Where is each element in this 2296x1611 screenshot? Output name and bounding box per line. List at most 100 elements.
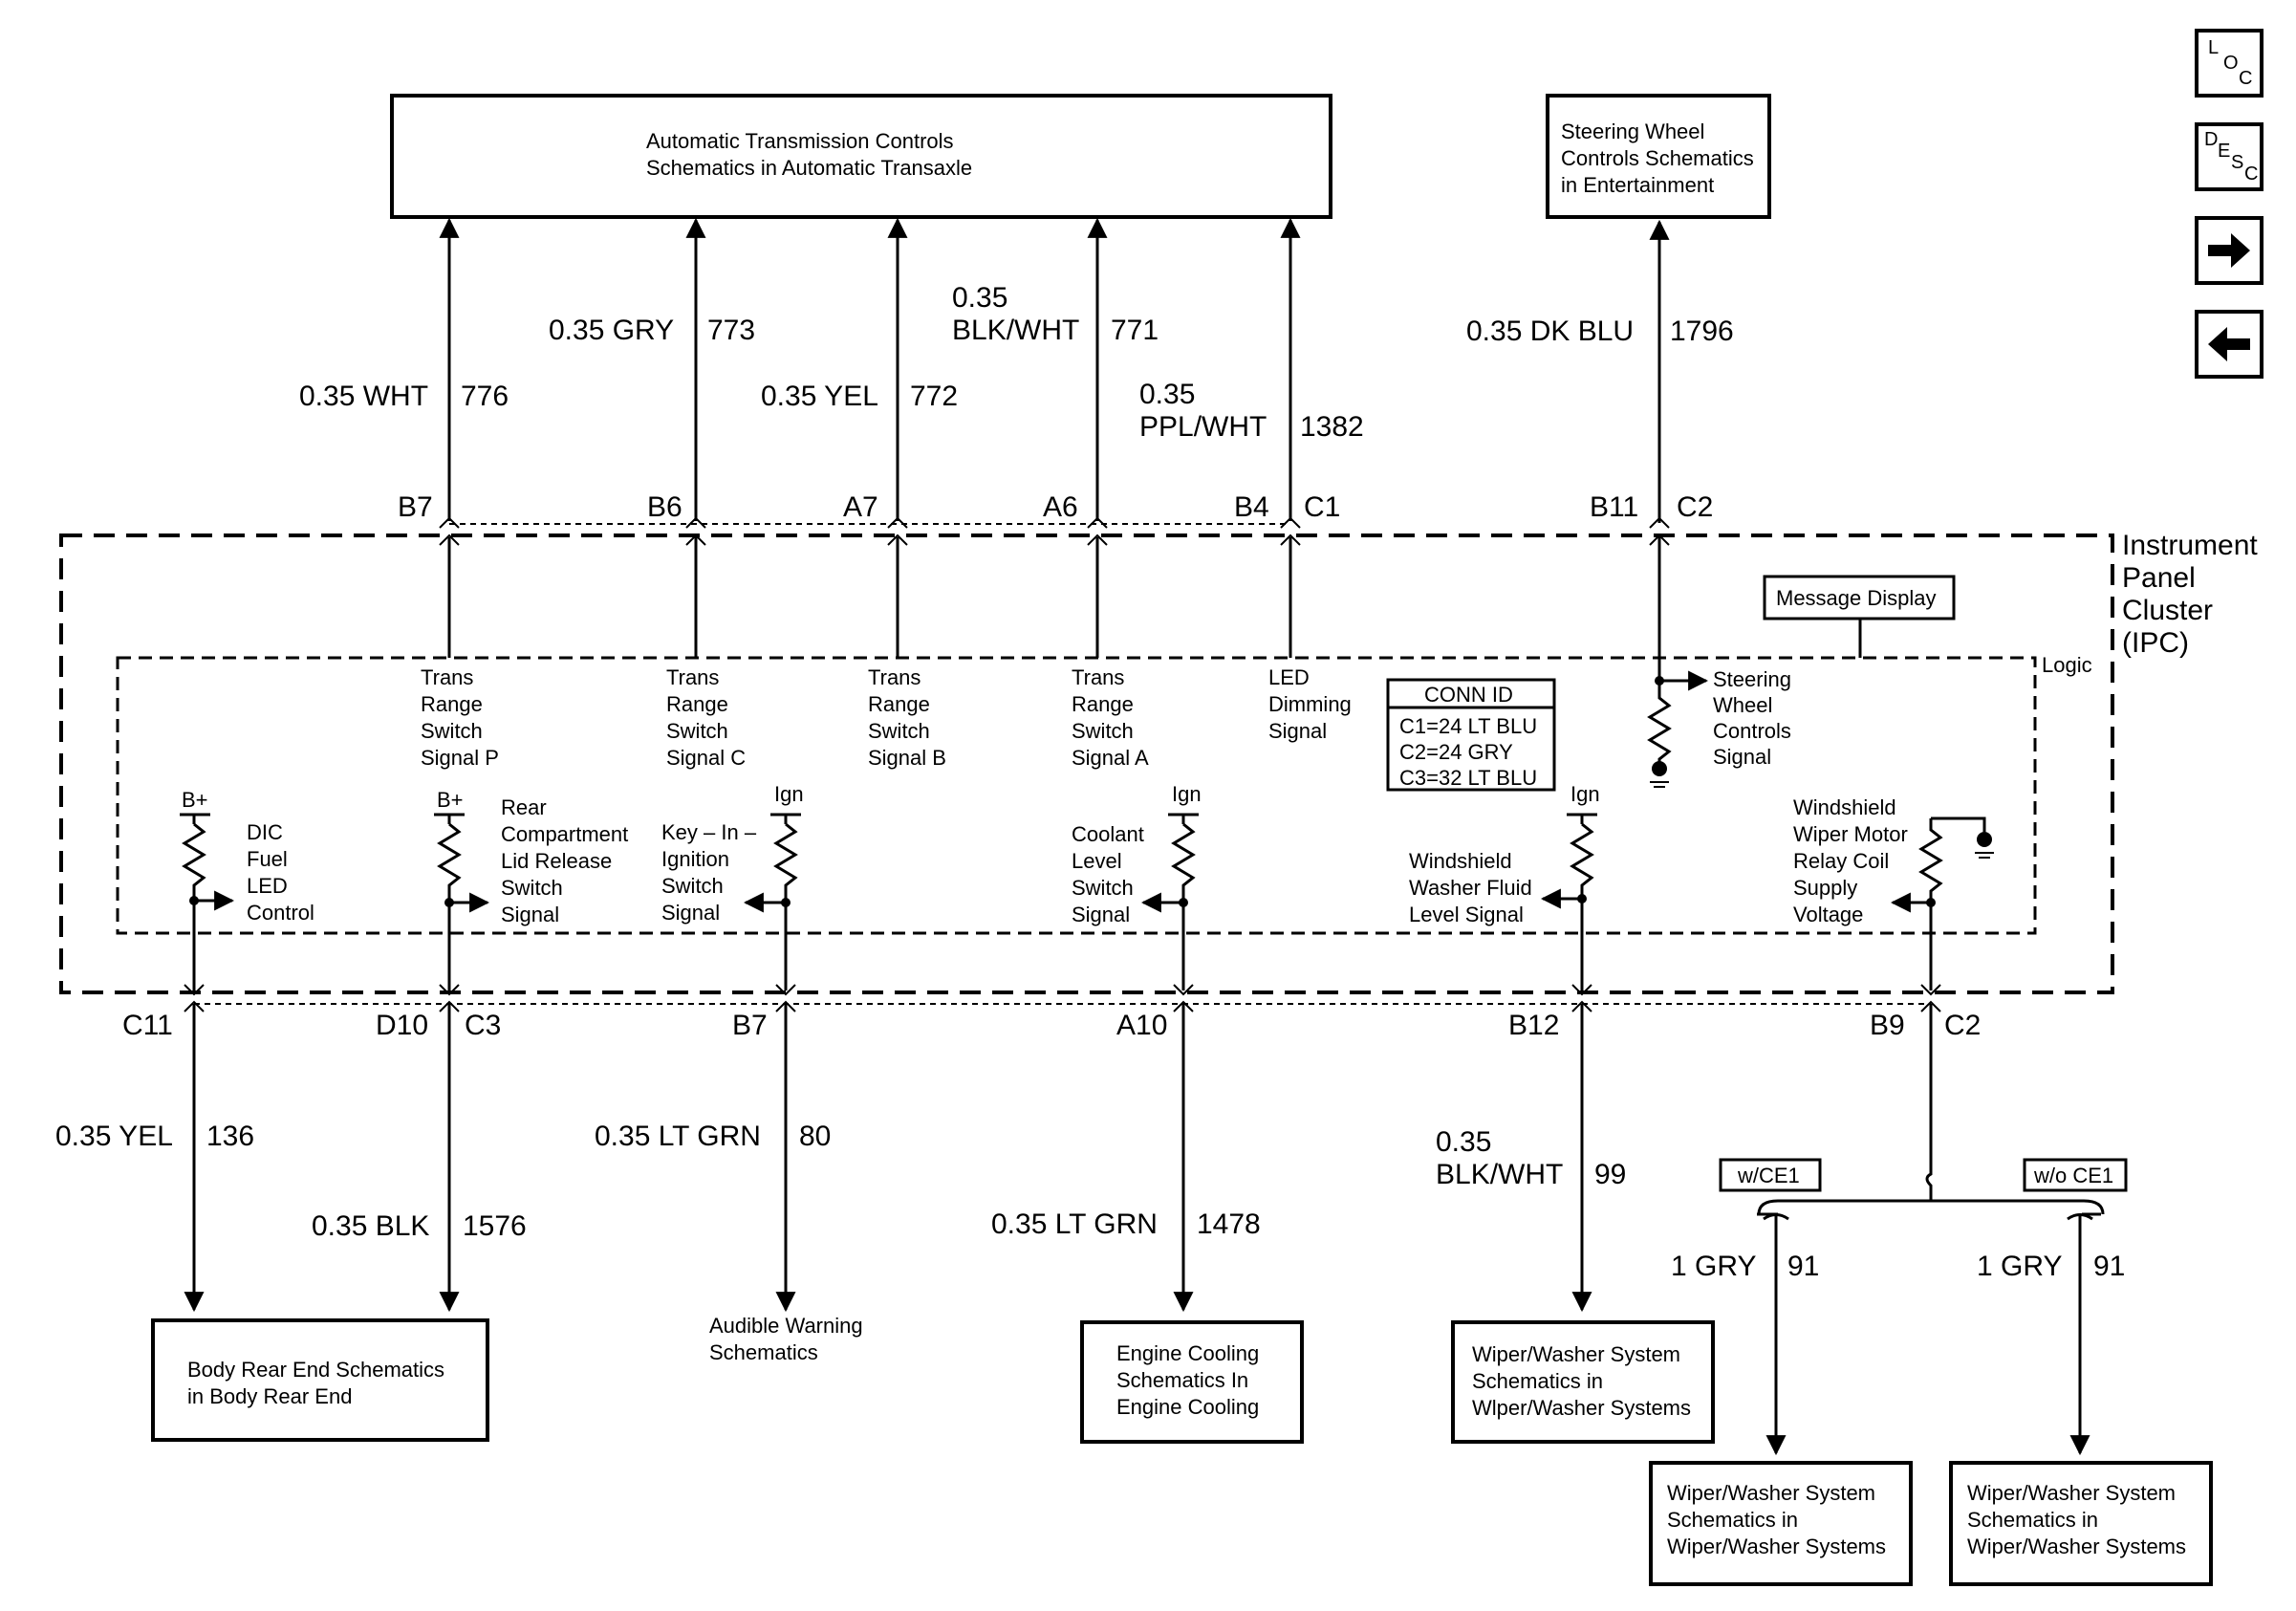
svg-text:Wiper/Washer System: Wiper/Washer System bbox=[1472, 1342, 1680, 1366]
conn-id-box: CONN ID C1=24 LT BLU C2=24 GRY C3=32 LT … bbox=[1386, 678, 1556, 792]
arrow-left-icon bbox=[2208, 327, 2250, 361]
circuit-rear-compartment: B+ Rear Compartment Lid Release Switch S… bbox=[434, 788, 628, 991]
loc-letter-c: C bbox=[2239, 68, 2253, 89]
forward-button[interactable] bbox=[2195, 216, 2264, 285]
svg-text:B+: B+ bbox=[182, 788, 208, 812]
svg-text:Range: Range bbox=[1072, 692, 1134, 716]
svg-text:Controls Schematics: Controls Schematics bbox=[1561, 146, 1754, 170]
back-button[interactable] bbox=[2195, 310, 2264, 379]
svg-text:CONN ID: CONN ID bbox=[1424, 683, 1513, 707]
svg-text:Signal B: Signal B bbox=[868, 746, 946, 770]
svg-text:Panel: Panel bbox=[2122, 562, 2196, 594]
svg-text:in Body Rear End: in Body Rear End bbox=[187, 1384, 352, 1408]
svg-text:91: 91 bbox=[1787, 1251, 1819, 1282]
svg-text:0.35 YEL: 0.35 YEL bbox=[55, 1121, 173, 1152]
svg-text:Schematics in: Schematics in bbox=[1667, 1508, 1798, 1532]
svg-text:Steering: Steering bbox=[1713, 667, 1791, 691]
svg-text:C2: C2 bbox=[1677, 491, 1713, 523]
svg-text:Switch: Switch bbox=[868, 719, 930, 743]
svg-text:C2: C2 bbox=[1944, 1010, 1981, 1041]
svg-text:0.35: 0.35 bbox=[1436, 1126, 1491, 1158]
svg-text:Signal C: Signal C bbox=[666, 746, 746, 770]
option-branch: w/CE1 w/o CE1 1 GRY 91 1 GRY 91 bbox=[1671, 1158, 2128, 1456]
svg-text:776: 776 bbox=[461, 381, 509, 412]
svg-text:91: 91 bbox=[2093, 1251, 2125, 1282]
desc-letter-c: C bbox=[2244, 163, 2259, 185]
ipc-module: Instrument Panel Cluster (IPC) bbox=[59, 530, 2258, 994]
svg-text:Switch: Switch bbox=[501, 876, 563, 900]
svg-text:Trans: Trans bbox=[666, 665, 719, 689]
svg-text:772: 772 bbox=[910, 381, 958, 412]
svg-text:BLK/WHT: BLK/WHT bbox=[1436, 1159, 1563, 1190]
svg-text:0.35 GRY: 0.35 GRY bbox=[549, 315, 674, 346]
loc-letter-l: L bbox=[2208, 37, 2220, 58]
wiper-center-box: Wiper/Washer System Schematics in Wlper/… bbox=[1451, 1320, 1715, 1444]
svg-text:Windshield: Windshield bbox=[1409, 849, 1512, 873]
circuit-coolant-level: Ign Coolant Level Switch Signal bbox=[1072, 782, 1202, 991]
svg-text:B4: B4 bbox=[1234, 491, 1269, 523]
svg-text:Key – In –: Key – In – bbox=[661, 820, 757, 844]
arrow-right-icon bbox=[2208, 233, 2250, 268]
circuit-key-in: Ign Key – In – Ignition Switch Signal bbox=[661, 782, 804, 991]
loc-button[interactable]: L O C bbox=[2195, 29, 2264, 98]
svg-text:Control: Control bbox=[247, 901, 314, 925]
svg-text:C3=32 LT BLU: C3=32 LT BLU bbox=[1399, 766, 1537, 790]
svg-text:Wheel: Wheel bbox=[1713, 693, 1772, 717]
bottom-wire-1576: D10 C3 0.35 BLK 1576 bbox=[312, 1004, 527, 1313]
svg-text:Schematics in: Schematics in bbox=[1472, 1369, 1603, 1393]
svg-text:Signal P: Signal P bbox=[421, 746, 499, 770]
svg-text:Switch: Switch bbox=[666, 719, 728, 743]
svg-text:99: 99 bbox=[1594, 1159, 1626, 1190]
swc-internal-circuit: Steering Wheel Controls Signal bbox=[1647, 667, 1791, 788]
svg-text:C3: C3 bbox=[465, 1010, 501, 1041]
svg-text:Ign: Ign bbox=[1570, 782, 1600, 806]
svg-text:B+: B+ bbox=[437, 788, 464, 812]
svg-text:Coolant: Coolant bbox=[1072, 822, 1144, 846]
svg-text:(IPC): (IPC) bbox=[2122, 627, 2189, 659]
top-wire-771: 0.35 BLK/WHT 771 A6 bbox=[952, 217, 1159, 523]
bottom-connector-line bbox=[184, 984, 1941, 1012]
top-wire-772: 0.35 YEL 772 A7 bbox=[761, 217, 958, 523]
svg-text:w/CE1: w/CE1 bbox=[1737, 1164, 1800, 1187]
svg-text:0.35 WHT: 0.35 WHT bbox=[299, 381, 428, 412]
svg-text:0.35 YEL: 0.35 YEL bbox=[761, 381, 878, 412]
top-wire-1382: 0.35 PPL/WHT 1382 B4 C1 bbox=[1139, 217, 1364, 523]
svg-text:Wiper/Washer System: Wiper/Washer System bbox=[1967, 1481, 2176, 1505]
svg-text:Engine Cooling: Engine Cooling bbox=[1116, 1395, 1259, 1419]
svg-text:LED: LED bbox=[247, 874, 288, 898]
svg-text:Ign: Ign bbox=[774, 782, 804, 806]
svg-text:Level: Level bbox=[1072, 849, 1122, 873]
circuit-washer-fluid: Ign Windshield Washer Fluid Level Signal bbox=[1409, 782, 1600, 991]
circuit-wiper-relay: Windshield Wiper Motor Relay Coil Supply… bbox=[1793, 795, 1994, 991]
svg-text:DIC: DIC bbox=[247, 820, 283, 844]
svg-text:B9: B9 bbox=[1870, 1010, 1905, 1041]
svg-text:B7: B7 bbox=[732, 1010, 768, 1041]
svg-text:Instrument: Instrument bbox=[2122, 530, 2258, 561]
desc-letter-d: D bbox=[2204, 129, 2219, 150]
svg-text:Wiper/Washer System: Wiper/Washer System bbox=[1667, 1481, 1875, 1505]
svg-text:Signal: Signal bbox=[661, 901, 720, 925]
svg-text:C2=24 GRY: C2=24 GRY bbox=[1399, 740, 1513, 764]
svg-text:LED: LED bbox=[1268, 665, 1310, 689]
top-connector-line bbox=[439, 516, 1670, 529]
audible-warning-label: Audible Warning Schematics bbox=[709, 1314, 863, 1364]
svg-text:BLK/WHT: BLK/WHT bbox=[952, 315, 1079, 346]
desc-letter-e: E bbox=[2218, 141, 2231, 162]
svg-text:771: 771 bbox=[1111, 315, 1159, 346]
desc-letter-s: S bbox=[2231, 152, 2244, 173]
svg-text:Switch: Switch bbox=[661, 874, 724, 898]
top-wire-1796: 0.35 DK BLU 1796 B11 C2 bbox=[1466, 219, 1734, 523]
svg-text:D10: D10 bbox=[376, 1010, 428, 1041]
top-wire-776: 0.35 WHT 776 B7 bbox=[299, 217, 509, 523]
wiper-right-box: Wiper/Washer System Schematics in Wiper/… bbox=[1949, 1461, 2213, 1586]
svg-text:Wiper/Washer Systems: Wiper/Washer Systems bbox=[1667, 1535, 1886, 1558]
svg-text:Windshield: Windshield bbox=[1793, 795, 1896, 819]
desc-button[interactable]: D E S C bbox=[2195, 122, 2264, 191]
svg-text:Range: Range bbox=[868, 692, 930, 716]
svg-text:1 GRY: 1 GRY bbox=[1977, 1251, 2063, 1282]
svg-text:Ign: Ign bbox=[1172, 782, 1202, 806]
svg-text:Controls: Controls bbox=[1713, 719, 1791, 743]
svg-text:Trans: Trans bbox=[421, 665, 473, 689]
bottom-wire-1478: A10 0.35 LT GRN 1478 bbox=[991, 1004, 1261, 1313]
svg-text:136: 136 bbox=[206, 1121, 254, 1152]
